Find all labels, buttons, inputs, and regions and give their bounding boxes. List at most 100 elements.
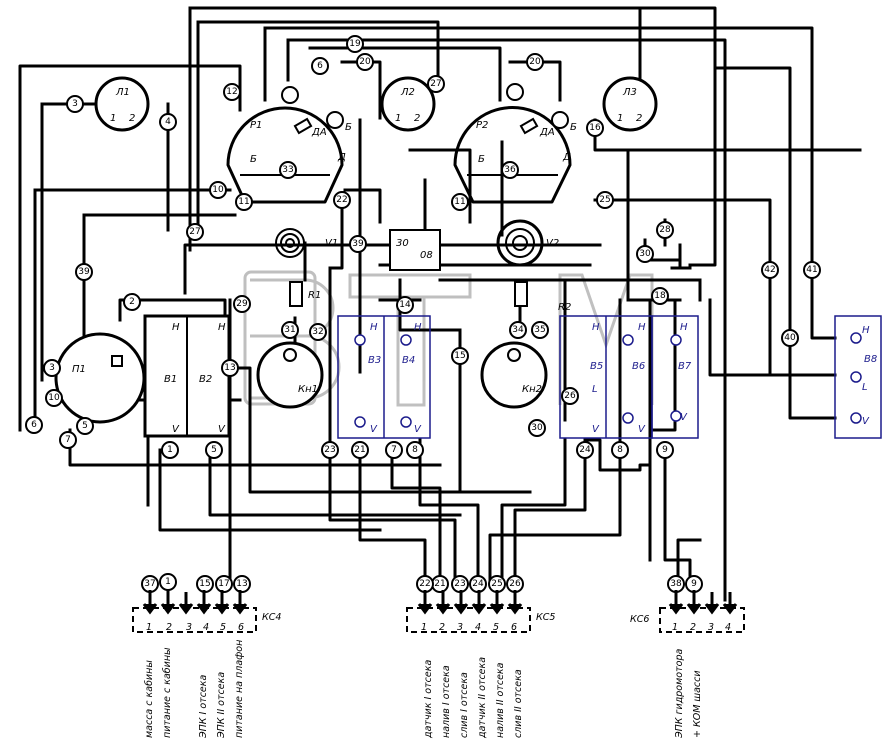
svg-text:1: 1 xyxy=(165,577,171,587)
svg-text:питание на плафон: питание на плафон xyxy=(234,640,245,738)
svg-text:33: 33 xyxy=(282,165,293,175)
wire-marker-22: 22 xyxy=(416,575,434,593)
svg-text:3: 3 xyxy=(49,363,55,373)
wire-marker-8: 8 xyxy=(611,441,629,459)
svg-text:Б: Б xyxy=(250,154,257,165)
svg-text:Н: Н xyxy=(592,322,600,333)
svg-text:40: 40 xyxy=(784,333,796,343)
svg-text:налив II отсека: налив II отсека xyxy=(495,662,506,738)
wire-marker-25: 25 xyxy=(596,191,614,209)
wire-marker-28: 28 xyxy=(656,221,674,239)
svg-text:6: 6 xyxy=(31,420,37,430)
wire-marker-3: 3 xyxy=(43,359,61,377)
svg-text:V: V xyxy=(172,424,180,435)
svg-text:слив I отсека: слив I отсека xyxy=(459,672,470,738)
svg-text:26: 26 xyxy=(509,579,521,589)
svg-text:1: 1 xyxy=(617,113,623,124)
wire-marker-6: 6 xyxy=(25,416,43,434)
svg-text:Р1: Р1 xyxy=(250,120,262,131)
wire-marker-29: 29 xyxy=(233,295,251,313)
wire-marker-2: 2 xyxy=(123,293,141,311)
wire-marker-8: 8 xyxy=(406,441,424,459)
wire-marker-33: 33 xyxy=(279,161,297,179)
wire-marker-5: 5 xyxy=(205,441,223,459)
svg-text:Н: Н xyxy=(172,322,180,333)
svg-text:37: 37 xyxy=(144,579,155,589)
svg-text:V: V xyxy=(680,412,688,423)
wire-marker-1: 1 xyxy=(159,573,177,591)
svg-text:Л2: Л2 xyxy=(400,87,415,98)
svg-text:22: 22 xyxy=(336,195,347,205)
lamp-l3: Л3 1 2 xyxy=(602,76,658,132)
svg-text:4: 4 xyxy=(203,622,209,633)
svg-text:ДА: ДА xyxy=(311,127,327,138)
wire-marker-24: 24 xyxy=(576,441,594,459)
wire-marker-9: 9 xyxy=(685,575,703,593)
switch-b5-b6: В5 В6 Н Н V V L xyxy=(559,315,653,439)
svg-text:14: 14 xyxy=(399,300,411,310)
wire-marker-39: 39 xyxy=(75,263,93,281)
svg-text:V2: V2 xyxy=(546,238,559,249)
svg-text:35: 35 xyxy=(534,325,545,335)
svg-text:26: 26 xyxy=(564,391,576,401)
svg-text:5: 5 xyxy=(82,421,88,431)
svg-text:13: 13 xyxy=(236,579,247,589)
switch-b1-b2: В1 В2 Н Н V V xyxy=(143,314,231,438)
wire-marker-21: 21 xyxy=(431,575,449,593)
connector-ks6: КС6 1 2 3 4 ЭПК гидромотора + КОМ шасси xyxy=(630,607,745,739)
svg-text:питание с кабины: питание с кабины xyxy=(162,647,173,738)
svg-text:2: 2 xyxy=(129,113,135,124)
svg-text:датчик I отсека: датчик I отсека xyxy=(423,660,434,739)
button-kn2: Кн2 xyxy=(480,341,548,409)
svg-text:ДА: ДА xyxy=(539,127,555,138)
svg-text:2: 2 xyxy=(439,622,445,633)
svg-text:27: 27 xyxy=(430,79,441,89)
svg-text:налив I отсека: налив I отсека xyxy=(441,665,452,738)
svg-text:10: 10 xyxy=(48,393,60,403)
switch-b3-b4: В3 В4 Н Н V V xyxy=(337,315,431,439)
svg-text:12: 12 xyxy=(226,87,237,97)
svg-text:5: 5 xyxy=(493,622,499,633)
wire-marker-20: 20 xyxy=(526,53,544,71)
svg-text:Кн2: Кн2 xyxy=(522,384,542,395)
svg-text:38: 38 xyxy=(670,579,682,589)
svg-text:24: 24 xyxy=(472,579,484,589)
svg-text:30: 30 xyxy=(639,249,651,259)
svg-text:2: 2 xyxy=(166,622,172,633)
wire-marker-9: 9 xyxy=(656,441,674,459)
svg-text:24: 24 xyxy=(579,445,591,455)
wire-marker-15: 15 xyxy=(451,347,469,365)
svg-text:В4: В4 xyxy=(402,355,415,366)
svg-text:Н: Н xyxy=(680,322,688,333)
relay-r2: Р2 Л Б ДА Б Д xyxy=(453,83,577,204)
svg-text:30: 30 xyxy=(531,423,543,433)
svg-text:V1: V1 xyxy=(325,238,338,249)
svg-text:R2: R2 xyxy=(558,302,571,313)
switch-p1: П1 xyxy=(54,332,146,424)
svg-text:10: 10 xyxy=(212,185,224,195)
svg-text:В3: В3 xyxy=(368,355,381,366)
svg-text:Н: Н xyxy=(414,322,422,333)
svg-text:V: V xyxy=(370,424,378,435)
wire-marker-6: 6 xyxy=(311,57,329,75)
svg-text:5: 5 xyxy=(220,622,226,633)
wire-marker-10: 10 xyxy=(209,181,227,199)
svg-text:21: 21 xyxy=(434,579,445,589)
rectifier-block: 30 08 xyxy=(389,229,441,271)
svg-text:4: 4 xyxy=(165,117,171,127)
wire-marker-10: 10 xyxy=(45,389,63,407)
svg-text:В7: В7 xyxy=(678,361,692,372)
svg-text:6: 6 xyxy=(317,61,323,71)
svg-text:25: 25 xyxy=(599,195,610,205)
svg-text:Б: Б xyxy=(345,122,352,133)
connector-ks4: КС4 1 2 3 4 5 6 масса с кабины питание с… xyxy=(132,607,281,739)
svg-text:КС4: КС4 xyxy=(262,612,281,623)
wire-marker-22: 22 xyxy=(333,191,351,209)
svg-text:23: 23 xyxy=(454,579,465,589)
svg-text:15: 15 xyxy=(199,579,210,589)
svg-text:18: 18 xyxy=(654,291,666,301)
wire-marker-27: 27 xyxy=(427,75,445,93)
svg-text:V: V xyxy=(218,424,226,435)
svg-text:39: 39 xyxy=(78,267,90,277)
svg-text:КС5: КС5 xyxy=(536,612,555,623)
